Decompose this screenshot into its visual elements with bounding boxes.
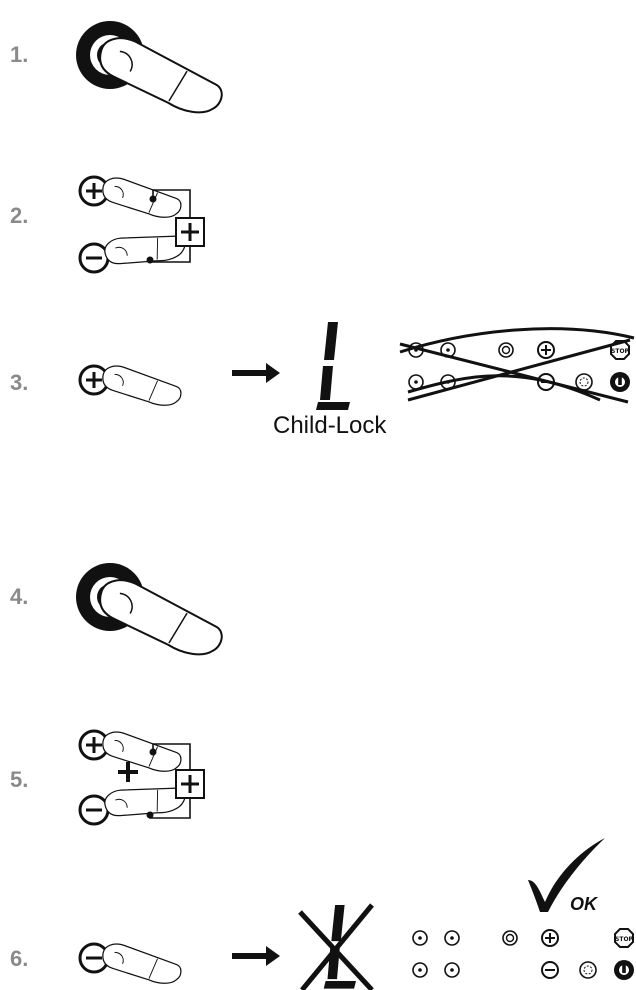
step-2 xyxy=(78,175,206,274)
minus-button-icon xyxy=(78,794,110,826)
step-5-number: 5. xyxy=(10,767,29,792)
seven-segment-l-icon xyxy=(316,322,350,410)
finger-icon xyxy=(102,776,188,825)
step-3-number: 3. xyxy=(10,370,29,395)
minus-button-icon xyxy=(78,242,110,274)
step-1 xyxy=(76,21,231,121)
plus-box-icon xyxy=(174,768,206,800)
step-4-number: 4. xyxy=(10,584,29,609)
checkmark-icon xyxy=(528,838,605,912)
step-6-number: 6. xyxy=(10,946,29,971)
step-2-number: 2. xyxy=(10,203,29,228)
finger-icon xyxy=(99,941,185,987)
cross-out-icon xyxy=(298,903,374,990)
arrow-right-icon xyxy=(232,946,280,966)
control-panel-icon xyxy=(413,929,634,980)
step-1-number: 1. xyxy=(10,42,29,67)
child-lock-caption: Child-Lock xyxy=(273,412,387,439)
finger-icon xyxy=(99,363,185,409)
finger-icon xyxy=(99,175,185,221)
finger-icon xyxy=(90,31,231,121)
finger-icon xyxy=(99,729,185,775)
cross-out-icon xyxy=(399,327,635,404)
finger-icon xyxy=(90,573,231,663)
step-4 xyxy=(76,563,231,663)
finger-icon xyxy=(102,224,188,273)
step-6 xyxy=(78,838,634,990)
plus-sign-icon xyxy=(118,762,138,782)
plus-box-icon xyxy=(174,216,206,248)
step-5 xyxy=(78,729,206,826)
arrow-right-icon xyxy=(232,363,280,383)
ok-label: OK xyxy=(570,894,597,914)
step-3 xyxy=(78,322,635,410)
